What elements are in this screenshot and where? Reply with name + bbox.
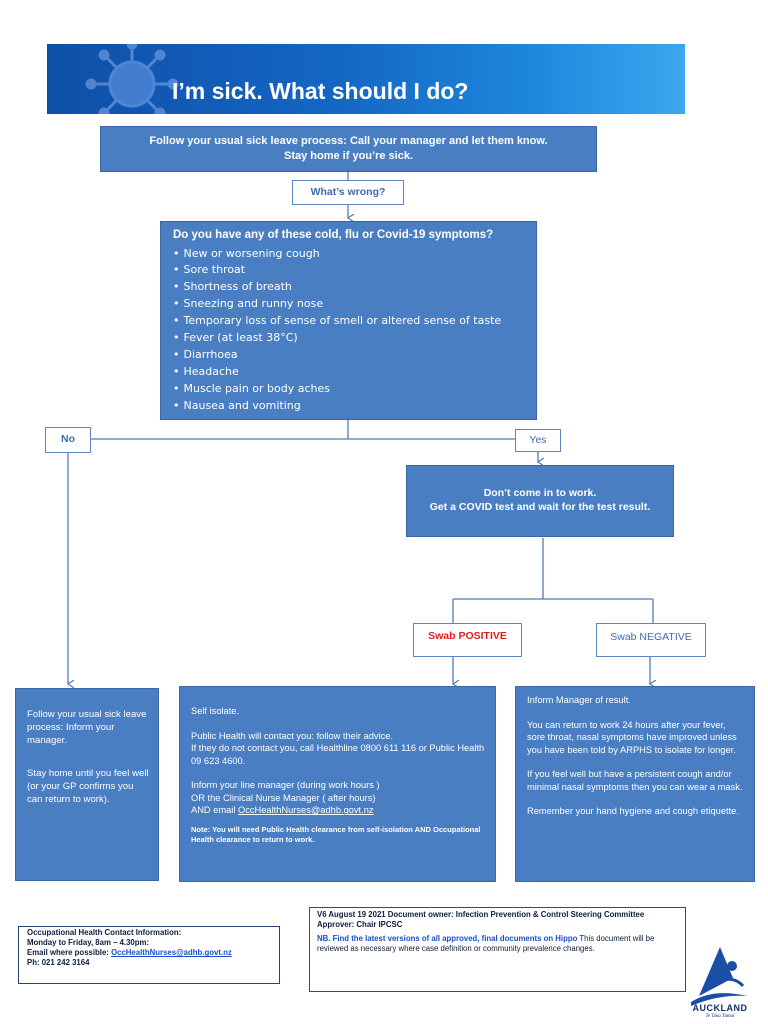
no-box-text: Stay home until you feel well [27,767,149,779]
no-box-text: (or your GP confirms you can return to w… [27,780,134,805]
inform-text: If you feel well but have a persistent c… [527,769,743,792]
symptoms-box: Do you have any of these cold, flu or Co… [160,221,537,420]
header-banner: I’m sick. What should I do? [47,44,685,114]
yes-label: Yes [515,429,561,452]
symptom-item: Nausea and vomiting [173,398,524,415]
contact-phone: Ph: 021 242 3164 [27,958,90,968]
self-isolate-text: If they do not contact you, call Healthl… [191,743,485,766]
inform-text: Inform Manager of result. [527,695,631,705]
occ-health-email-link[interactable]: OccHealthNurses@adhb.govt.nz [238,805,374,816]
swab-positive-label: Swab POSITIVE [413,623,522,657]
swab-negative-box: Inform Manager of result. You can return… [515,686,755,882]
sick-leave-line1: Follow your usual sick leave process: Ca… [149,135,548,147]
symptom-item: Muscle pain or body aches [173,381,524,398]
review-note: This document will be reviewed as necess… [317,933,655,953]
contact-info-box: Occupational Health Contact Information:… [18,926,280,984]
symptom-item: Temporary loss of sense of smell or alte… [173,313,524,330]
symptom-item: Diarrhoea [173,347,524,364]
clearance-note: Note: You will need Public Health cleara… [191,824,481,844]
contact-email-link[interactable]: OccHealthNurses@adhb.govt.nz [111,948,232,958]
dont-come-line1: Don’t come in to work. [483,487,597,499]
page-title: I’m sick. What should I do? [172,78,469,104]
contact-email-row: Email where possible: OccHealthNurses@ad… [27,948,271,958]
logo-tagline: Te Toka Tumai [705,1014,735,1019]
contact-title: Occupational Health Contact Information: [27,928,182,937]
sick-leave-process-box: Follow your usual sick leave process: Ca… [100,126,597,172]
version-owner: V6 August 19 2021 Document owner: Infect… [317,910,645,919]
symptoms-question: Do you have any of these cold, flu or Co… [173,229,494,241]
self-isolate-text: OR the Clinical Nurse Manager ( after ho… [191,792,376,803]
sick-leave-line2: Stay home if you’re sick. [284,149,413,162]
symptom-item: Shortness of breath [173,279,524,296]
self-isolate-box: Self isolate. Public Health will contact… [179,686,496,882]
no-symptoms-box: Follow your usual sick leave process: In… [15,688,159,881]
contact-hours: Monday to Friday, 8am – 4.30pm: [27,938,150,948]
yes-label-text: Yes [529,434,547,446]
symptom-item: Fever (at least 38°C) [173,330,524,347]
email-prefix: AND email [191,805,239,816]
self-isolate-text: Public Health will contact you: follow t… [191,730,394,741]
document-version-box: V6 August 19 2021 Document owner: Infect… [309,907,686,992]
dont-come-in-box: Don’t come in to work. Get a COVID test … [406,465,674,537]
no-box-text: Follow your usual sick leave process: In… [27,709,147,746]
swab-negative-label: Swab NEGATIVE [596,623,706,657]
auckland-dhb-logo [691,947,747,1006]
self-isolate-text: Inform your line manager (during work ho… [191,780,380,791]
dont-come-line2: Get a COVID test and wait for the test r… [429,501,651,514]
whats-wrong-text: What’s wrong? [310,186,386,198]
swab-positive-text: Swab POSITIVE [428,630,507,642]
inform-text: You can return to work 24 hours after yo… [527,719,737,755]
symptom-item: Sore throat [173,262,524,279]
symptom-item: Sneezing and runny nose [173,296,524,313]
logo-wordmark: AUCKLAND [692,1003,748,1013]
coronavirus-icon [85,44,179,114]
symptoms-list: New or worsening cough Sore throat Short… [173,246,524,415]
inform-text: Remember your hand hygiene and cough eti… [527,806,739,817]
contact-email-prefix: Email where possible: [27,948,112,958]
no-label: No [45,427,91,453]
version-approver: Approver: Chair IPCSC [317,920,403,930]
self-isolate-text: Self isolate. [191,706,240,716]
version-note: NB. Find the latest versions of all appr… [317,934,678,955]
symptom-item: New or worsening cough [173,246,524,263]
self-isolate-text: AND email OccHealthNurses@adhb.govt.nz [191,804,485,817]
symptom-item: Headache [173,364,524,381]
swab-negative-text: Swab NEGATIVE [610,631,692,643]
whats-wrong-label: What’s wrong? [292,180,404,205]
hippo-note: NB. Find the latest versions of all appr… [317,933,578,943]
no-label-text: No [61,433,75,445]
